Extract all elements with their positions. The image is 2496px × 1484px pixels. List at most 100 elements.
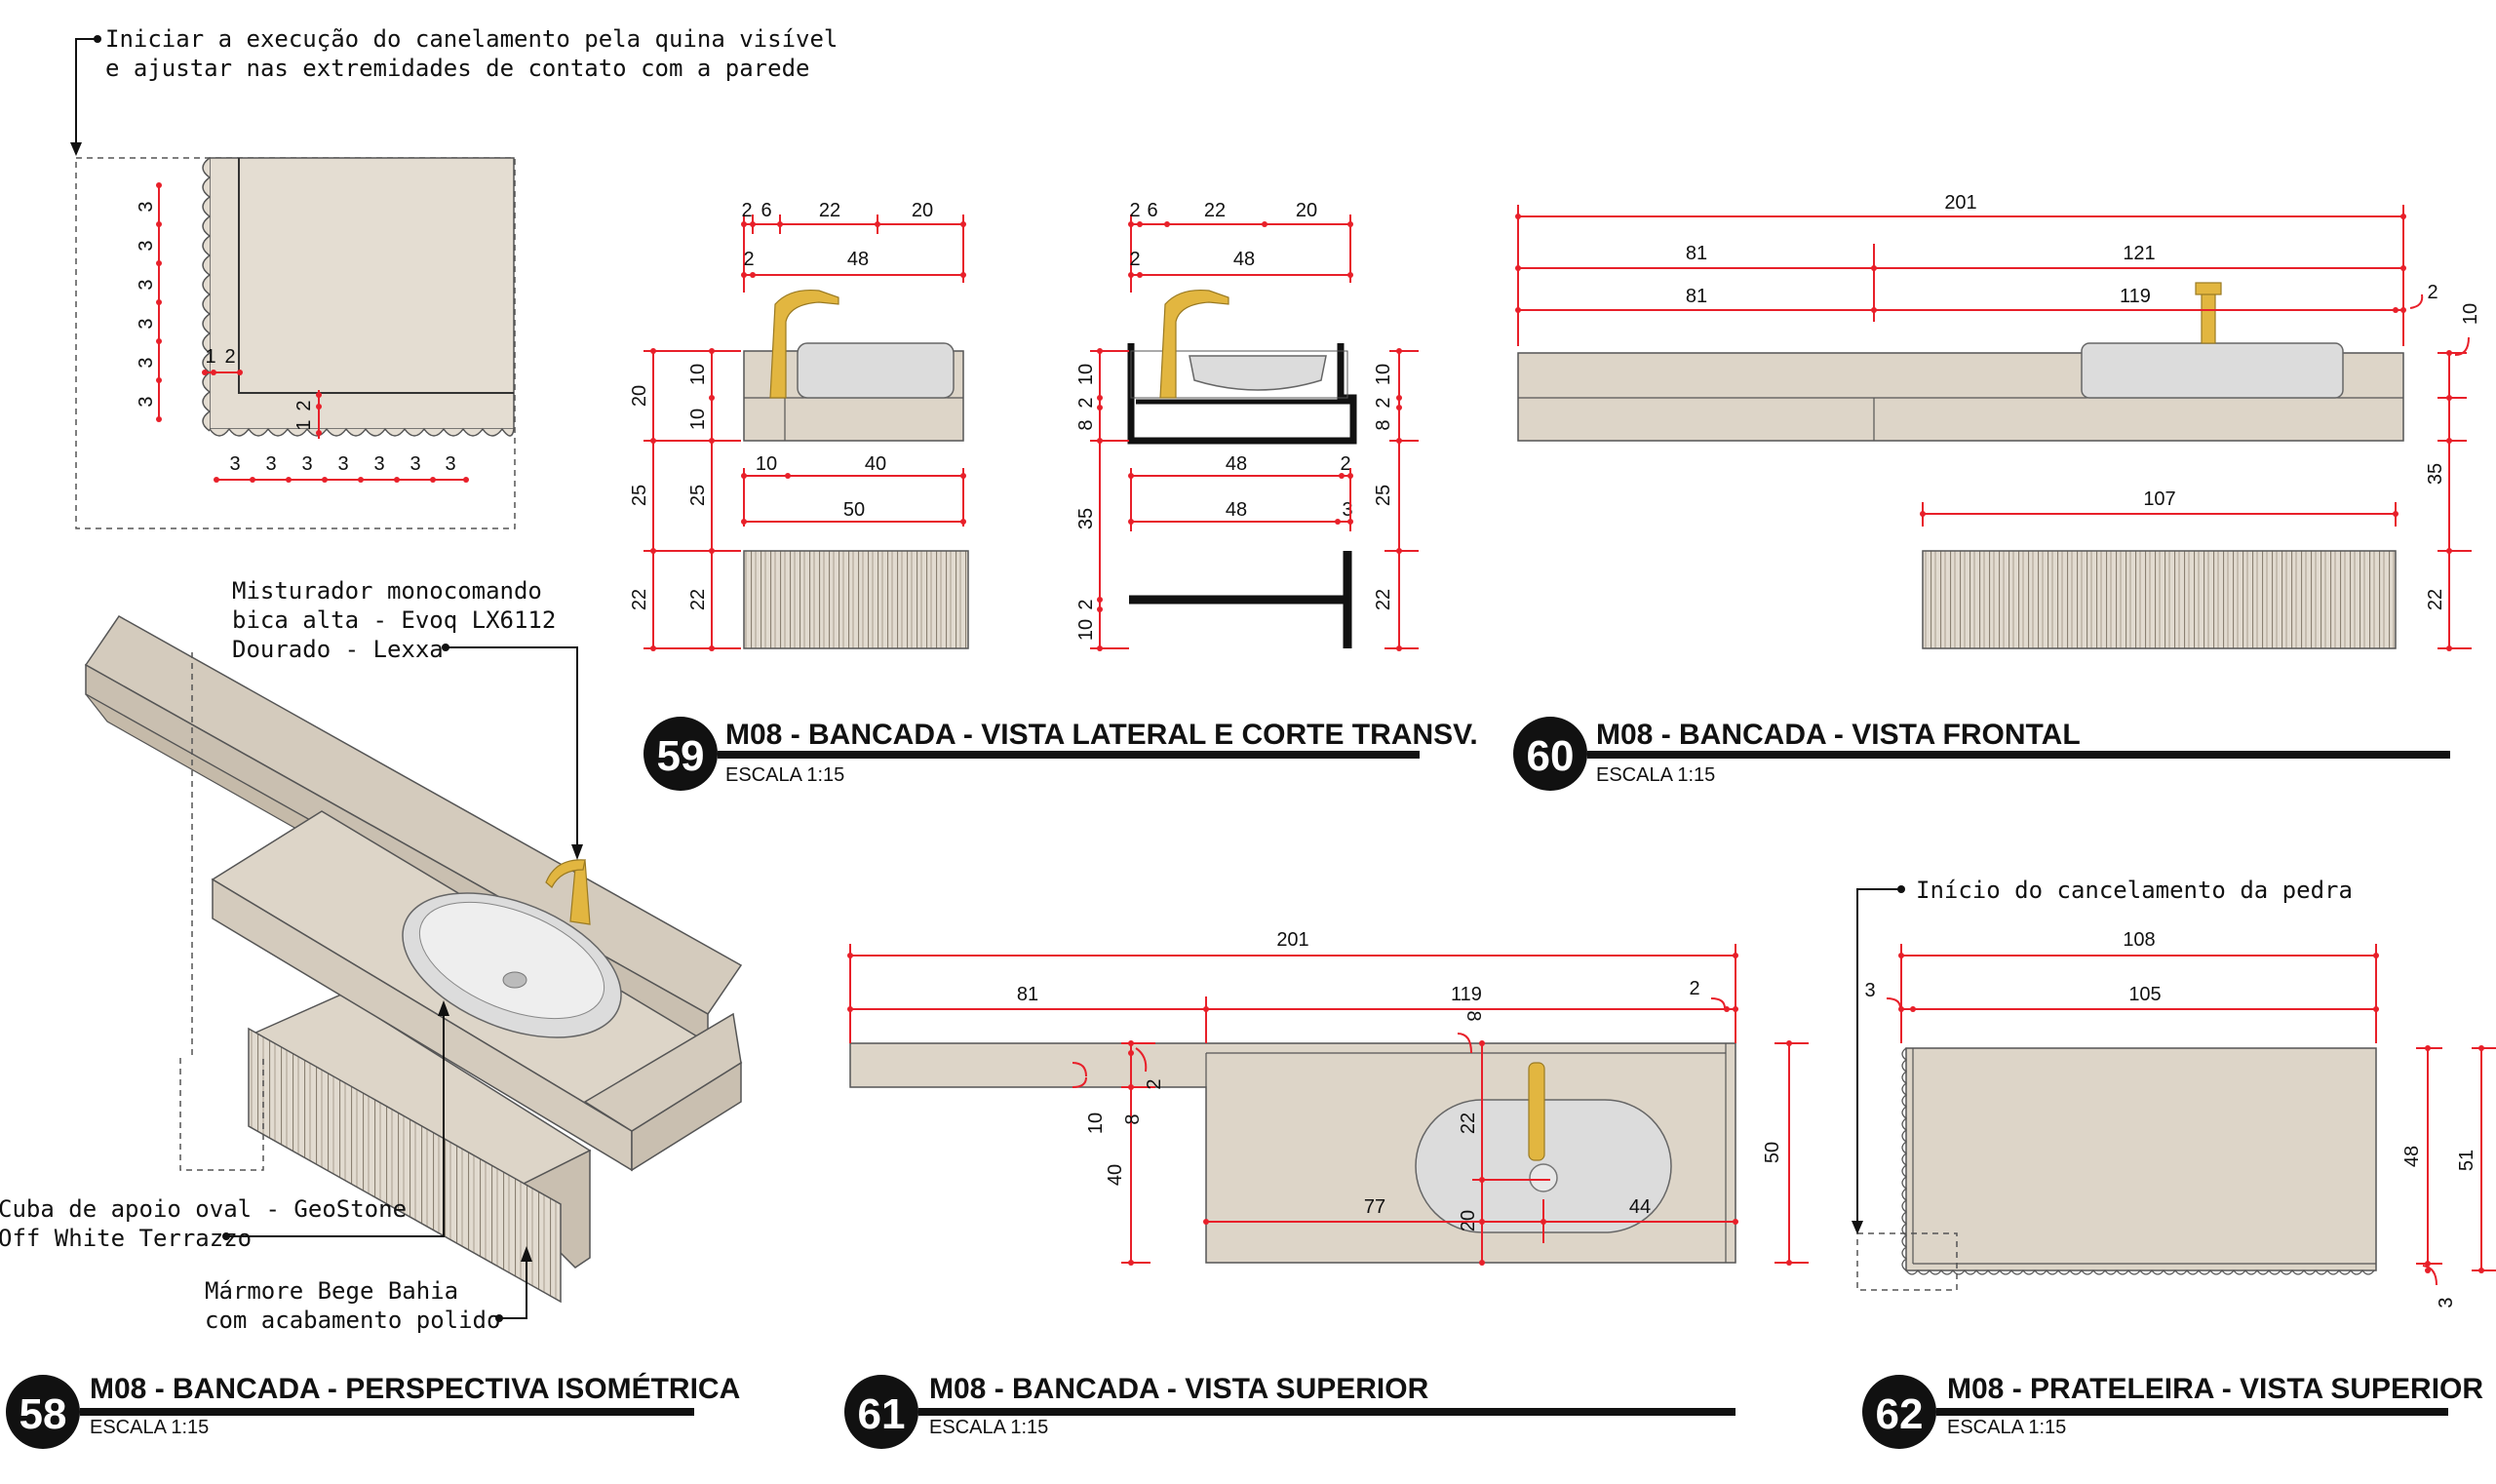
title-block-62: 62 M08 - PRATELEIRA - VISTA SUPERIOR ESC… bbox=[1862, 1373, 2483, 1449]
view-title: M08 - BANCADA - VISTA FRONTAL bbox=[1596, 719, 2081, 751]
dim: 81 bbox=[1686, 243, 1707, 264]
view-number: 61 bbox=[858, 1390, 906, 1438]
dim: 108 bbox=[2123, 929, 2155, 951]
dim: 77 bbox=[1364, 1196, 1385, 1218]
isometric-view bbox=[84, 615, 743, 1304]
title-block-59: 59 M08 - BANCADA - VISTA LATERAL E CORTE… bbox=[644, 717, 1478, 791]
section-basin bbox=[1189, 355, 1327, 391]
dim: 50 bbox=[843, 499, 865, 521]
view-scale: ESCALA 1:15 bbox=[1947, 1417, 2066, 1438]
dim: 20 bbox=[629, 385, 650, 407]
dim: 22 bbox=[1373, 589, 1394, 610]
dim: 35 bbox=[1075, 508, 1097, 529]
view-number: 59 bbox=[657, 732, 705, 780]
dim: 20 bbox=[912, 200, 933, 221]
front-basin bbox=[2081, 342, 2344, 399]
dim: 48 bbox=[2401, 1146, 2423, 1167]
dim: 25 bbox=[687, 485, 709, 506]
view-scale: ESCALA 1:15 bbox=[929, 1417, 1048, 1438]
dim: 22 bbox=[1458, 1113, 1479, 1134]
dim: 201 bbox=[1276, 929, 1308, 951]
view-61-top: 201 81 119 2 2 10 8 40 8 22 20 77 44 5 bbox=[847, 929, 1809, 1266]
title-block-60: 60 M08 - BANCADA - VISTA FRONTAL ESCALA … bbox=[1513, 717, 2450, 791]
view-59-section-right: 2 6 22 20 2 48 10 2 8 35 10 2 48 2 48 3 … bbox=[1075, 200, 1419, 651]
note-marmore-line1: Mármore Bege Bahia bbox=[205, 1277, 458, 1305]
scalloped-edge-horizontal bbox=[209, 427, 515, 437]
note-cuba-line1: Cuba de apoio oval - GeoStone bbox=[0, 1195, 407, 1223]
dim: 48 bbox=[1233, 249, 1255, 270]
dim-3: 3 bbox=[373, 453, 384, 475]
dim: 10 bbox=[687, 409, 709, 430]
view-title: M08 - BANCADA - VISTA SUPERIOR bbox=[929, 1373, 1429, 1405]
dim: 22 bbox=[819, 200, 840, 221]
dim: 25 bbox=[1373, 485, 1394, 506]
dim: 6 bbox=[760, 200, 771, 221]
note-misturador-line1: Misturador monocomando bbox=[232, 577, 542, 605]
dim-3: 3 bbox=[136, 318, 157, 329]
dim: 20 bbox=[1296, 200, 1317, 221]
dim: 10 bbox=[1085, 1113, 1107, 1134]
view-59-side-left: 2 6 22 20 2 48 20 10 10 25 25 22 22 10 4… bbox=[629, 200, 969, 651]
dim: 2 bbox=[2427, 282, 2438, 303]
dim: 3 bbox=[1342, 499, 1352, 521]
dim: 22 bbox=[2425, 589, 2446, 610]
view-scale: ESCALA 1:15 bbox=[1596, 764, 1715, 786]
note-cuba-line2: Off White Terrazzo bbox=[0, 1225, 252, 1252]
dim: 2 bbox=[1129, 249, 1140, 270]
dim: 81 bbox=[1017, 984, 1038, 1005]
note-canelamento-line2: e ajustar nas extremidades de contato co… bbox=[105, 55, 809, 82]
dim: 8 bbox=[1462, 1010, 1484, 1021]
dim-1: 1 bbox=[205, 346, 215, 368]
view-62-shelf: 108 3 105 48 51 3 Início do cancelamento… bbox=[1852, 877, 2496, 1308]
dim-1: 1 bbox=[293, 419, 315, 430]
dim: 119 bbox=[2120, 286, 2151, 307]
dim: 3 bbox=[1864, 980, 1875, 1001]
dim: 107 bbox=[2143, 488, 2175, 510]
note-misturador-line2: bica alta - Evoq LX6112 bbox=[232, 606, 556, 634]
dim: 35 bbox=[2425, 463, 2446, 485]
dim: 48 bbox=[847, 249, 869, 270]
dim: 2 bbox=[1373, 397, 1394, 408]
dim-3: 3 bbox=[410, 453, 420, 475]
view-60-front: 201 81 121 81 119 2 10 35 22 107 bbox=[1515, 192, 2481, 651]
dim: 2 bbox=[1340, 453, 1350, 475]
dim: 2 bbox=[1144, 1078, 1165, 1089]
dim: 2 bbox=[743, 249, 754, 270]
top-drain bbox=[1529, 1163, 1558, 1192]
dim-3: 3 bbox=[445, 453, 455, 475]
dim: 201 bbox=[1944, 192, 1976, 214]
canelamento-note: Iniciar a execução do canelamento pela q… bbox=[70, 25, 838, 156]
cuba-note: Cuba de apoio oval - GeoStone Off White … bbox=[0, 1000, 449, 1252]
dim-3: 3 bbox=[136, 201, 157, 212]
note-misturador-line3: Dourado - Lexxa bbox=[232, 636, 444, 663]
section-faucet bbox=[1159, 289, 1229, 399]
dim-3: 3 bbox=[136, 396, 157, 407]
dim-3: 3 bbox=[301, 453, 312, 475]
dim: 10 bbox=[687, 364, 709, 385]
side-faucet bbox=[769, 289, 839, 399]
title-block-61: 61 M08 - BANCADA - VISTA SUPERIOR ESCALA… bbox=[844, 1373, 1736, 1449]
dim: 2 bbox=[1075, 397, 1097, 408]
dim: 22 bbox=[629, 589, 650, 610]
dim: 105 bbox=[2128, 984, 2161, 1005]
view-title: M08 - BANCADA - PERSPECTIVA ISOMÉTRICA bbox=[90, 1372, 740, 1405]
dim-3: 3 bbox=[136, 240, 157, 251]
view-number-badge bbox=[844, 1375, 918, 1449]
dim: 10 bbox=[756, 453, 777, 475]
dim: 22 bbox=[1204, 200, 1226, 221]
dim: 10 bbox=[1373, 364, 1394, 385]
dim: 10 bbox=[1075, 364, 1097, 385]
dim: 8 bbox=[1373, 419, 1394, 430]
dim-3: 3 bbox=[337, 453, 348, 475]
view-number: 62 bbox=[1876, 1390, 1924, 1438]
dim: 50 bbox=[1762, 1142, 1783, 1163]
dim: 22 bbox=[687, 589, 709, 610]
dim-3: 3 bbox=[136, 279, 157, 290]
dim: 2 bbox=[1689, 978, 1699, 999]
top-faucet bbox=[1528, 1062, 1545, 1161]
dim: 2 bbox=[741, 200, 752, 221]
view-number: 58 bbox=[20, 1390, 67, 1438]
iso-fluted-panel bbox=[248, 1027, 562, 1304]
side-fluted-panel bbox=[743, 550, 969, 649]
